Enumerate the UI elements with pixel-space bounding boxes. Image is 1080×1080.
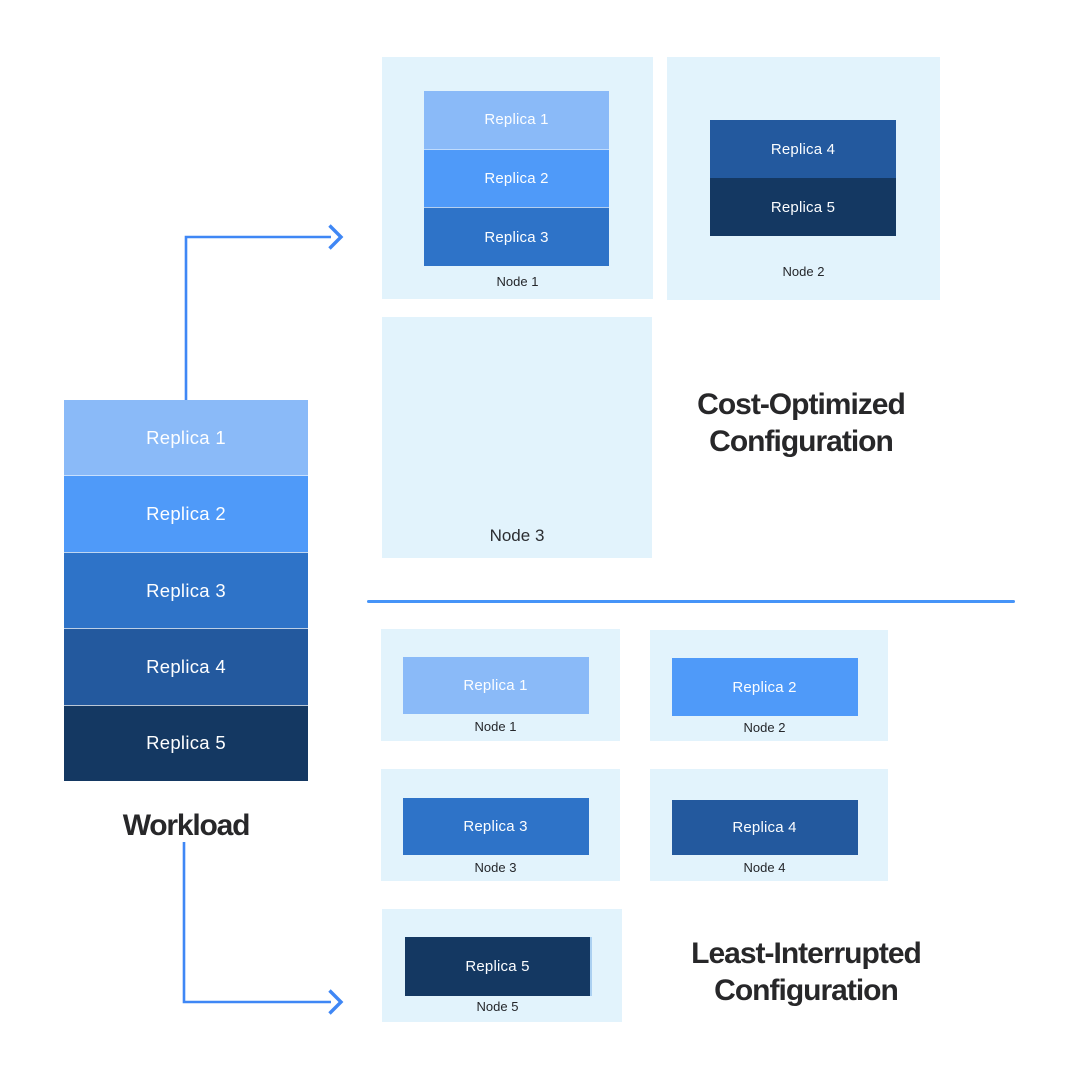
cost-optimized-title: Cost-Optimized Configuration [651, 387, 951, 460]
cost-node-2-label: Node 2 [782, 264, 825, 279]
cost-node-2: Replica 4 Replica 5 Node 2 [667, 57, 940, 300]
least-node-3-label: Node 3 [474, 860, 517, 875]
least-node-4: Replica 4 Node 4 [650, 769, 888, 881]
least-node-1: Replica 1 Node 1 [381, 629, 620, 741]
cost-node-2-replicas: Replica 4 Replica 5 [710, 120, 896, 236]
workload-title: Workload [122, 809, 251, 842]
least-node-4-label: Node 4 [743, 860, 786, 875]
arrow-to-least-interrupted [182, 842, 331, 1004]
workload-replica-3: Replica 3 [64, 551, 308, 629]
cost-node-3-label: Node 3 [489, 526, 545, 545]
least-node-3: Replica 3 Node 3 [381, 769, 620, 881]
cost-node-2-replica-4: Replica 4 [710, 120, 896, 178]
cost-node-1-replica-2: Replica 2 [424, 148, 609, 208]
workload-replica-2: Replica 2 [64, 475, 308, 552]
arrow-to-least-interrupted-head [328, 989, 344, 1015]
least-node-1-label: Node 1 [474, 719, 517, 734]
cost-node-1: Replica 1 Replica 2 Replica 3 Node 1 [382, 57, 653, 299]
cost-node-2-replica-5: Replica 5 [710, 178, 896, 236]
cost-node-1-replica-3: Replica 3 [424, 207, 609, 267]
least-node-5-label: Node 5 [476, 999, 519, 1014]
least-node-3-replica: Replica 3 [402, 798, 589, 855]
least-node-5: Replica 5 Node 5 [382, 909, 622, 1022]
workload-stack: Replica 1 Replica 2 Replica 3 Replica 4 … [64, 400, 308, 782]
cost-node-1-label: Node 1 [496, 274, 539, 289]
least-interrupted-title: Least-Interrupted Configuration [656, 936, 956, 1009]
cost-optimized-title-line1: Cost-Optimized [697, 388, 906, 421]
cost-node-1-replica-1: Replica 1 [424, 91, 609, 149]
cost-node-1-replicas: Replica 1 Replica 2 Replica 3 [424, 91, 609, 267]
cost-optimized-title-line2: Configuration [709, 424, 894, 458]
arrow-to-cost-optimized-head [328, 224, 344, 250]
least-node-2: Replica 2 Node 2 [650, 630, 888, 741]
least-node-1-replica: Replica 1 [402, 657, 589, 714]
least-node-4-replica: Replica 4 [671, 800, 858, 855]
workload-replica-1: Replica 1 [64, 400, 308, 476]
least-node-2-label: Node 2 [743, 720, 786, 735]
section-divider [367, 600, 1015, 604]
least-interrupted-title-line1: Least-Interrupted [691, 937, 922, 970]
least-node-2-replica: Replica 2 [671, 658, 858, 716]
workload-replica-4: Replica 4 [64, 628, 308, 705]
cost-node-3: Node 3 [382, 317, 652, 558]
least-interrupted-title-line2: Configuration [714, 973, 899, 1007]
least-node-5-replica: Replica 5 [405, 937, 592, 996]
arrow-to-cost-optimized [184, 235, 331, 400]
workload-replica-5: Replica 5 [64, 704, 308, 782]
